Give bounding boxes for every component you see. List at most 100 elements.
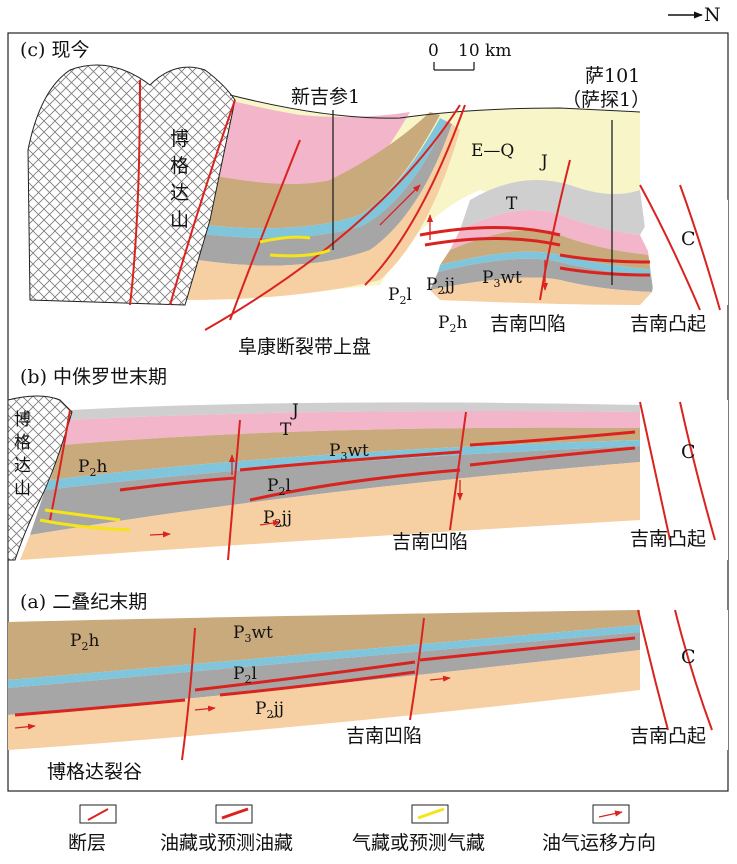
- p3wt-label-a: P3wt: [233, 623, 273, 645]
- oil-reservoir-c-3: [559, 253, 651, 264]
- scale-zero: 0: [428, 41, 439, 61]
- p2l-layer-b: [30, 446, 640, 535]
- mountain-c-1: 博: [170, 128, 189, 150]
- p2l-layer-c-left: [198, 121, 452, 266]
- p2h-label-c: P2h: [438, 313, 467, 335]
- fault-a-3: [637, 609, 669, 731]
- p2jj-label-b: P2jj: [263, 508, 292, 530]
- mountain-c-4: 山: [170, 209, 189, 231]
- fault-b-4: [679, 401, 716, 541]
- depression-label-b: 吉南凹陷: [392, 531, 468, 553]
- legend-fault-icon: [87, 808, 109, 821]
- migration-arrow-a-3: [429, 675, 451, 682]
- oil-reservoir-b-2: [239, 450, 461, 472]
- mountain-b-3: 达: [14, 456, 31, 476]
- fault-b-1: [227, 419, 241, 561]
- migration-arrow-b-2: [259, 519, 281, 527]
- oil-reservoir-a-2: [194, 660, 416, 692]
- c-block-c: [640, 186, 728, 305]
- mountain-b-1: 博: [14, 410, 31, 430]
- legend-migration-label: 油气运移方向: [542, 832, 656, 854]
- c-label-b: C: [681, 441, 696, 463]
- well1-label: 新吉参1: [291, 86, 360, 108]
- uplift-label-c: 吉南凸起: [630, 313, 706, 335]
- p3wt-label-b: P3wt: [329, 441, 369, 463]
- scale-label: 10 km: [458, 41, 511, 61]
- p2h-layer-b: [45, 440, 640, 490]
- panel-b: (b) 中侏罗世末期 博 格 达 山 J: [7, 366, 728, 561]
- p3wt-layer-a: [8, 610, 640, 680]
- t-label-b: T: [280, 420, 292, 440]
- eq-label: E—Q: [471, 141, 514, 161]
- oil-reservoir-b-1: [119, 476, 236, 492]
- p2jj-layer-a: [8, 650, 640, 750]
- gas-reservoir-c-2: [269, 248, 331, 258]
- oil-reservoir-b-3: [249, 468, 461, 502]
- fault-c-7: [639, 184, 701, 311]
- gas-reservoir-c-1: [259, 235, 311, 244]
- mountain-b-2: 格: [14, 433, 31, 453]
- fault-c-1: [129, 79, 141, 306]
- p3wt-label-c: P3wt: [482, 268, 522, 290]
- oil-reservoir-a-1: [14, 698, 186, 717]
- panel-c-labels: (c) 现今 0 10 km 博 格 达 山 新吉参1 萨101 （萨探1） E…: [20, 39, 706, 358]
- legend-gas-label: 气藏或预测气藏: [352, 832, 485, 854]
- j-layer-b: [70, 402, 640, 420]
- p2jj-layer-c-left: [185, 124, 460, 300]
- fault-c-2: [169, 99, 236, 306]
- migration-arrow-b-1: [149, 531, 171, 538]
- rift-label-a: 博格达裂谷: [47, 761, 142, 783]
- oil-reservoir-b-5: [469, 446, 636, 467]
- gas-reservoir-b-2: [39, 518, 131, 532]
- p2h-layer-c-left: [203, 118, 446, 239]
- well2-label-1: 萨101: [585, 65, 640, 87]
- oil-reservoir-c-4: [559, 266, 651, 277]
- p2l-label-b: P2l: [267, 476, 291, 498]
- c-label-c: C: [681, 228, 696, 250]
- panel-a-title: (a) 二叠纪末期: [20, 591, 147, 613]
- t-label-c: T: [506, 194, 518, 214]
- fault-c-8: [679, 184, 721, 311]
- oil-reservoir-a-4: [419, 636, 636, 662]
- well2-label-2: （萨探1）: [562, 89, 650, 111]
- panel-c: [27, 64, 728, 331]
- fault-b-3: [639, 401, 671, 541]
- north-label: N: [704, 4, 721, 26]
- c-label-a: C: [681, 646, 696, 668]
- bogda-mountain-c: [27, 64, 236, 306]
- legend: 断层 油藏或预测油藏 气藏或预测气藏 油气运移方向: [68, 804, 656, 854]
- fault-a-4: [674, 609, 713, 731]
- panel-c-title: (c) 现今: [20, 39, 90, 61]
- legend-oil-icon: [221, 807, 249, 820]
- p2jj-layer-b: [20, 462, 640, 560]
- oil-reservoir-c-1: [419, 226, 561, 237]
- fault-a-1: [181, 627, 196, 761]
- mountain-b-4: 山: [14, 479, 31, 499]
- c-block-b: [640, 400, 728, 560]
- depression-label-a: 吉南凹陷: [346, 725, 422, 747]
- p2h-label-b: P2h: [78, 457, 107, 479]
- j-label-b: J: [290, 401, 299, 421]
- fault-c-5: [364, 104, 466, 286]
- p3wt-layer-b: [50, 427, 640, 480]
- panel-a: (a) 二叠纪末期 P2h P3wt P2l P2jj C 吉南凹陷 吉南凸起 …: [8, 591, 728, 783]
- depression-label-c: 吉南凹陷: [490, 313, 566, 335]
- t-layer-b: [62, 411, 640, 445]
- oil-reservoir-c-2: [424, 237, 561, 247]
- gas-reservoir-b-1: [44, 508, 121, 522]
- north-arrow: N: [668, 4, 721, 26]
- fault-belt-label: 阜康断裂带上盘: [238, 336, 371, 358]
- fault-b-5: [49, 409, 71, 521]
- legend-migration-icon: [598, 810, 623, 818]
- migration-arrow-a-2: [194, 705, 216, 712]
- j-layer-c: [460, 180, 660, 235]
- mountain-c-3: 达: [170, 182, 189, 204]
- oil-reservoir-a-3: [219, 670, 416, 697]
- p2h-layer-c-right: [438, 251, 655, 276]
- legend-fault-label: 断层: [68, 832, 106, 854]
- panel-b-title: (b) 中侏罗世末期: [20, 366, 167, 388]
- uplift-label-b: 吉南凸起: [630, 528, 706, 550]
- j-label-c: J: [539, 152, 548, 172]
- p2l-layer-c-right: [430, 258, 655, 292]
